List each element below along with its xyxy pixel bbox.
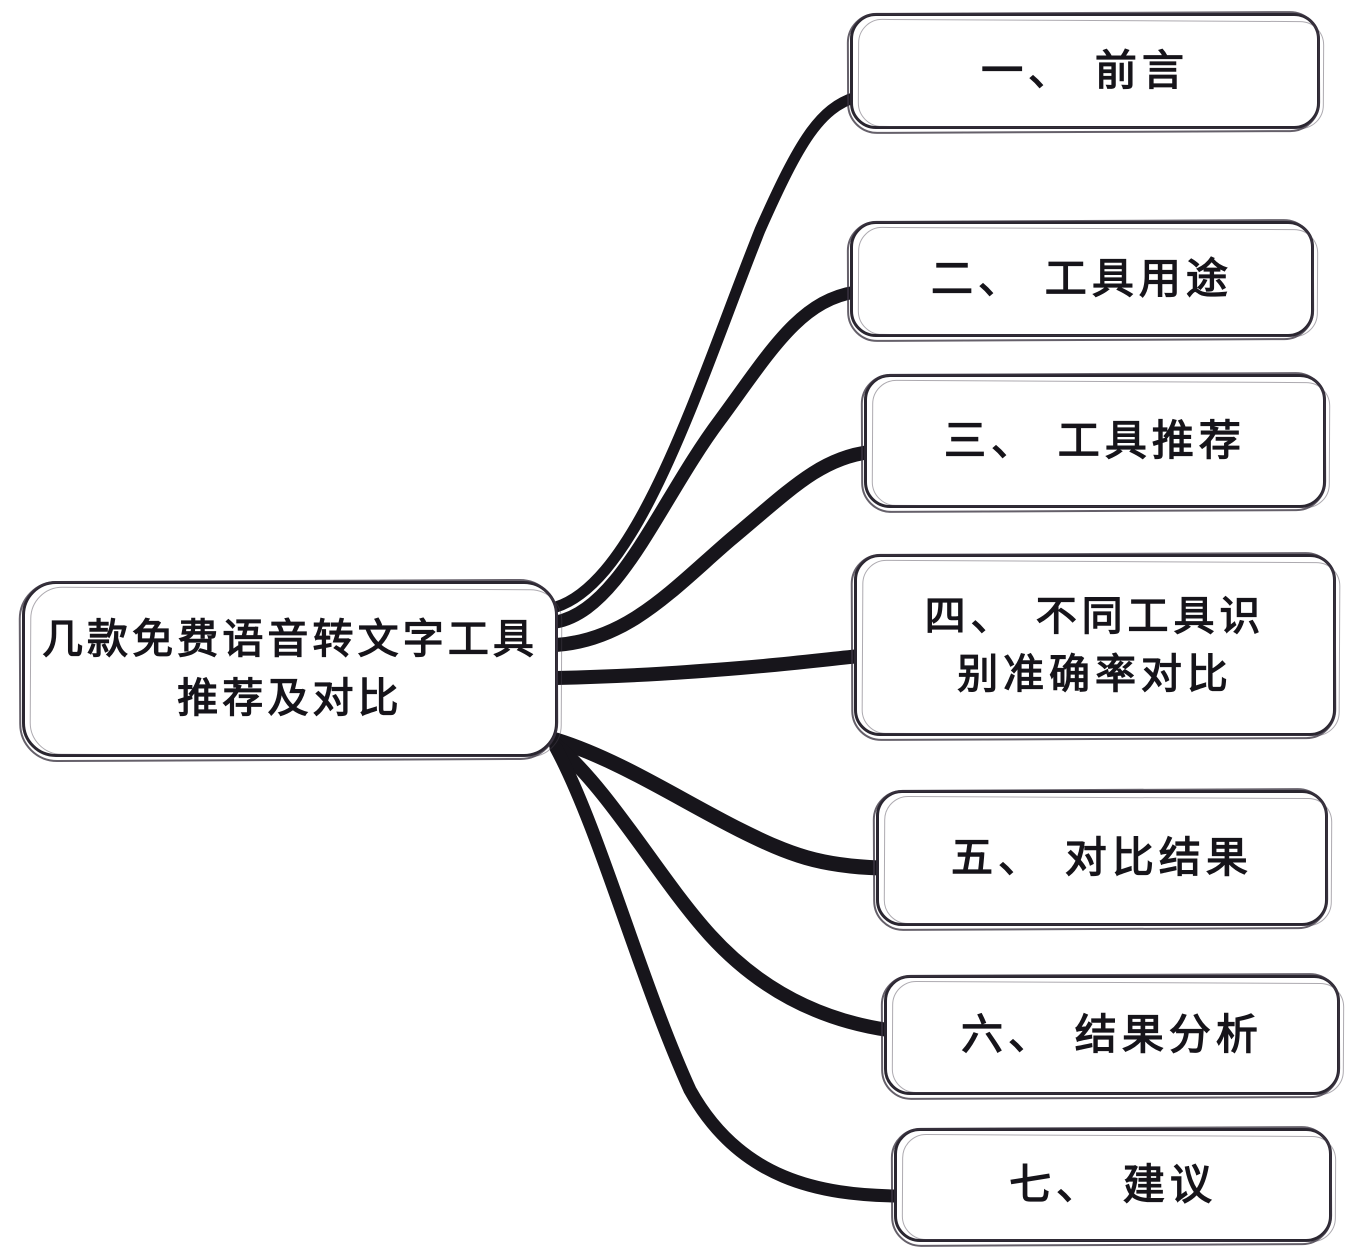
connector-line-5 <box>548 732 888 876</box>
branch-node-tool-purpose[interactable]: 二、 工具用途 <box>850 221 1314 337</box>
connector-line-3 <box>549 445 877 652</box>
branch-node-suggestion[interactable]: 七、 建议 <box>894 1128 1332 1242</box>
connector-line-4 <box>549 649 867 685</box>
branch-node-preface[interactable]: 一、 前言 <box>850 13 1320 129</box>
connector-line-1 <box>550 91 862 613</box>
central-topic-node[interactable]: 几款免费语音转文字工具推荐及对比 <box>22 581 558 757</box>
branch-label-4: 四、 不同工具识 别准确率对比 <box>924 591 1266 698</box>
branch-label-1: 一、 前言 <box>981 46 1189 96</box>
central-topic-label: 几款免费语音转文字工具推荐及对比 <box>41 614 539 722</box>
branch-node-accuracy-comparison[interactable]: 四、 不同工具识 别准确率对比 <box>854 554 1336 736</box>
branch-node-tool-recommendation[interactable]: 三、 工具推荐 <box>864 374 1326 508</box>
connector-line-6 <box>549 738 895 1037</box>
branch-label-7: 七、 建议 <box>1009 1160 1217 1210</box>
connector-line-7 <box>549 741 905 1203</box>
connector-line-2 <box>549 285 863 629</box>
branch-node-comparison-result[interactable]: 五、 对比结果 <box>876 790 1328 926</box>
branch-label-3: 三、 工具推荐 <box>944 416 1246 466</box>
branch-label-6: 六、 结果分析 <box>961 1010 1263 1060</box>
branch-label-2: 二、 工具用途 <box>931 254 1233 304</box>
branch-node-result-analysis[interactable]: 六、 结果分析 <box>884 975 1340 1095</box>
branch-label-5: 五、 对比结果 <box>951 833 1253 883</box>
